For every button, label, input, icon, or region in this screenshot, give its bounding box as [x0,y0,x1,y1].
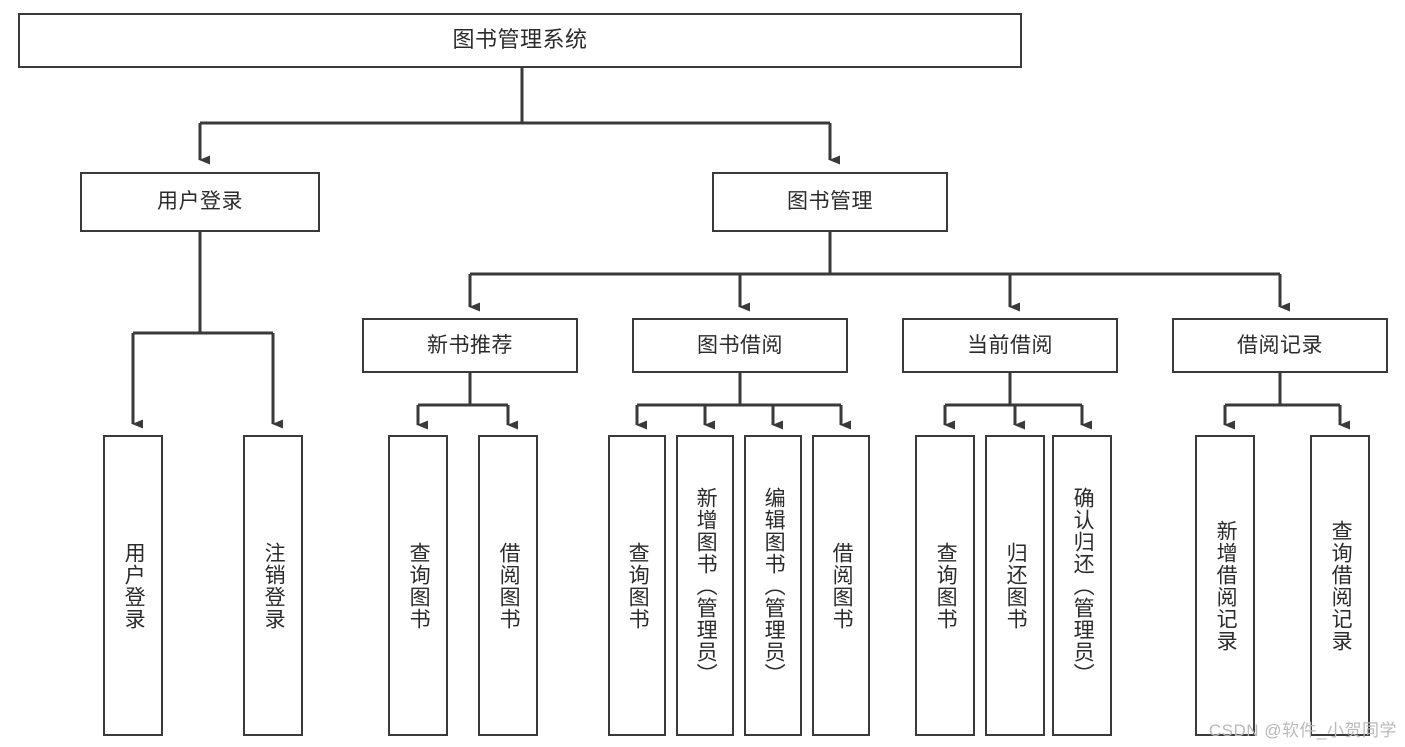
leaf-label: 确认归还（管理员） [1071,486,1095,685]
leaf-current-return-book[interactable]: 归还图书 [985,435,1045,736]
leaf-label: 注销登录 [262,541,286,630]
node-current-borrow[interactable]: 当前借阅 [902,318,1118,373]
leaf-recommend-query-book[interactable]: 查询图书 [388,435,448,736]
leaf-borrow-add-book-admin[interactable]: 新增图书（管理员） [676,435,734,736]
leaf-label: 归还图书 [1004,541,1028,630]
leaf-label: 查询图书 [626,541,650,630]
leaf-record-query-record[interactable]: 查询借阅记录 [1310,435,1370,736]
node-root-system[interactable]: 图书管理系统 [18,13,1022,68]
leaf-label: 用户登录 [122,541,146,630]
leaf-recommend-borrow-book[interactable]: 借阅图书 [478,435,538,736]
leaf-label: 新增借阅记录 [1214,519,1238,652]
watermark-text: CSDN @软件_小贺同学 [1208,721,1397,740]
leaf-label: 借阅图书 [830,541,854,630]
node-borrow-record[interactable]: 借阅记录 [1172,318,1388,373]
leaf-label: 编辑图书（管理员） [762,486,786,685]
leaf-label: 查询图书 [934,541,958,630]
leaf-current-confirm-return-admin[interactable]: 确认归还（管理员） [1052,435,1112,736]
leaf-borrow-borrow-book[interactable]: 借阅图书 [812,435,870,736]
leaf-user-login-login[interactable]: 用户登录 [103,435,163,736]
node-book-management[interactable]: 图书管理 [712,172,948,232]
node-new-book-recommend[interactable]: 新书推荐 [362,318,578,373]
leaf-label: 新增图书（管理员） [694,486,718,685]
leaf-current-query-book[interactable]: 查询图书 [915,435,975,736]
leaf-label: 查询借阅记录 [1329,519,1353,652]
node-user-login[interactable]: 用户登录 [80,172,320,232]
leaf-borrow-query-book[interactable]: 查询图书 [608,435,666,736]
leaf-borrow-edit-book-admin[interactable]: 编辑图书（管理员） [744,435,802,736]
node-book-borrow[interactable]: 图书借阅 [632,318,848,373]
leaf-label: 查询图书 [407,541,431,630]
leaf-record-add-record[interactable]: 新增借阅记录 [1195,435,1255,736]
leaf-label: 借阅图书 [497,541,521,630]
leaf-user-login-logout[interactable]: 注销登录 [243,435,303,736]
